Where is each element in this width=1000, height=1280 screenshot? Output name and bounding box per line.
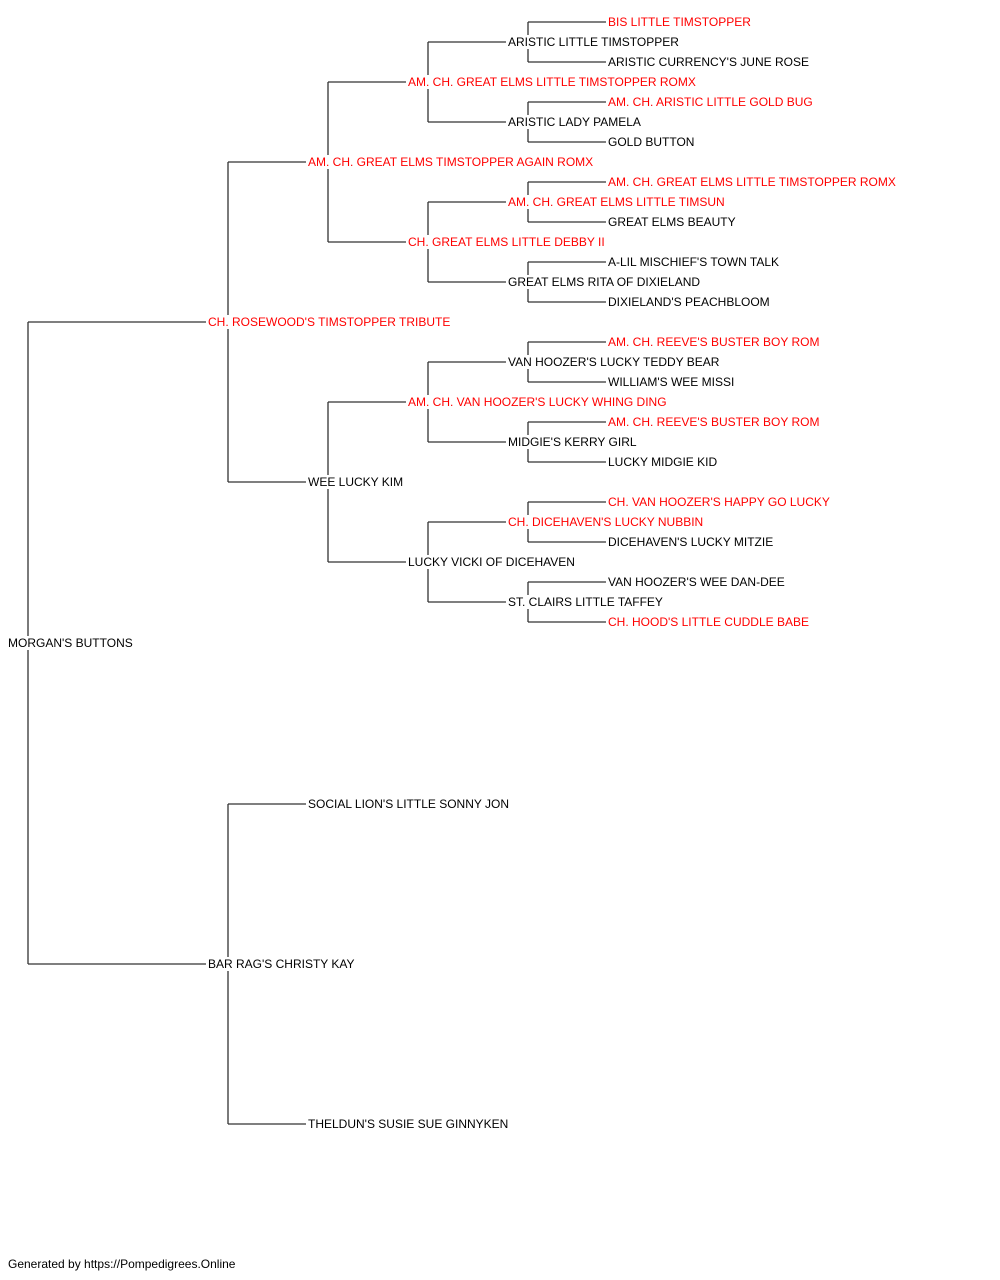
ancestor-name: CH. DICEHAVEN'S LUCKY NUBBIN (508, 515, 706, 529)
footer-credit: Generated by https://Pompedigrees.Online (8, 1257, 236, 1271)
ancestor-name: A-LIL MISCHIEF'S TOWN TALK (608, 255, 781, 269)
ancestor-name: DIXIELAND'S PEACHBLOOM (608, 295, 772, 309)
ancestor-name: AM. CH. REEVE'S BUSTER BOY ROM (608, 415, 822, 429)
ancestor-name: BAR RAG'S CHRISTY KAY (208, 957, 357, 971)
ancestor-name: AM. CH. GREAT ELMS TIMSTOPPER AGAIN ROMX (308, 155, 596, 169)
ancestor-name: WEE LUCKY KIM (308, 475, 406, 489)
ancestor-name: AM. CH. VAN HOOZER'S LUCKY WHING DING (408, 395, 669, 409)
ancestor-name: CH. ROSEWOOD'S TIMSTOPPER TRIBUTE (208, 315, 453, 329)
ancestor-name: ARISTIC LADY PAMELA (508, 115, 643, 129)
ancestor-name: GOLD BUTTON (608, 135, 697, 149)
ancestor-name: LUCKY MIDGIE KID (608, 455, 720, 469)
ancestor-name: WILLIAM'S WEE MISSI (608, 375, 737, 389)
ancestor-name: AM. CH. GREAT ELMS LITTLE TIMSTOPPER ROM… (608, 175, 898, 189)
ancestor-name: AM. CH. ARISTIC LITTLE GOLD BUG (608, 95, 815, 109)
ancestor-name: DICEHAVEN'S LUCKY MITZIE (608, 535, 776, 549)
ancestor-name: CH. VAN HOOZER'S HAPPY GO LUCKY (608, 495, 832, 509)
ancestor-name: CH. HOOD'S LITTLE CUDDLE BABE (608, 615, 811, 629)
ancestor-name: GREAT ELMS RITA OF DIXIELAND (508, 275, 703, 289)
ancestor-name: ST. CLAIRS LITTLE TAFFEY (508, 595, 665, 609)
ancestor-name: BIS LITTLE TIMSTOPPER (608, 15, 753, 29)
ancestor-name: AM. CH. GREAT ELMS LITTLE TIMSUN (508, 195, 727, 209)
ancestor-name: CH. GREAT ELMS LITTLE DEBBY II (408, 235, 607, 249)
ancestor-name: AM. CH. REEVE'S BUSTER BOY ROM (608, 335, 822, 349)
ancestor-name: VAN HOOZER'S LUCKY TEDDY BEAR (508, 355, 722, 369)
ancestor-name: THELDUN'S SUSIE SUE GINNYKEN (308, 1117, 511, 1131)
ancestor-name: LUCKY VICKI OF DICEHAVEN (408, 555, 577, 569)
ancestor-name: ARISTIC LITTLE TIMSTOPPER (508, 35, 681, 49)
ancestor-name: AM. CH. GREAT ELMS LITTLE TIMSTOPPER ROM… (408, 75, 698, 89)
subject-name: MORGAN'S BUTTONS (8, 636, 135, 650)
ancestor-name: MIDGIE'S KERRY GIRL (508, 435, 639, 449)
ancestor-name: SOCIAL LION'S LITTLE SONNY JON (308, 797, 512, 811)
ancestor-name: ARISTIC CURRENCY'S JUNE ROSE (608, 55, 811, 69)
ancestor-name: VAN HOOZER'S WEE DAN-DEE (608, 575, 787, 589)
ancestor-name: GREAT ELMS BEAUTY (608, 215, 738, 229)
